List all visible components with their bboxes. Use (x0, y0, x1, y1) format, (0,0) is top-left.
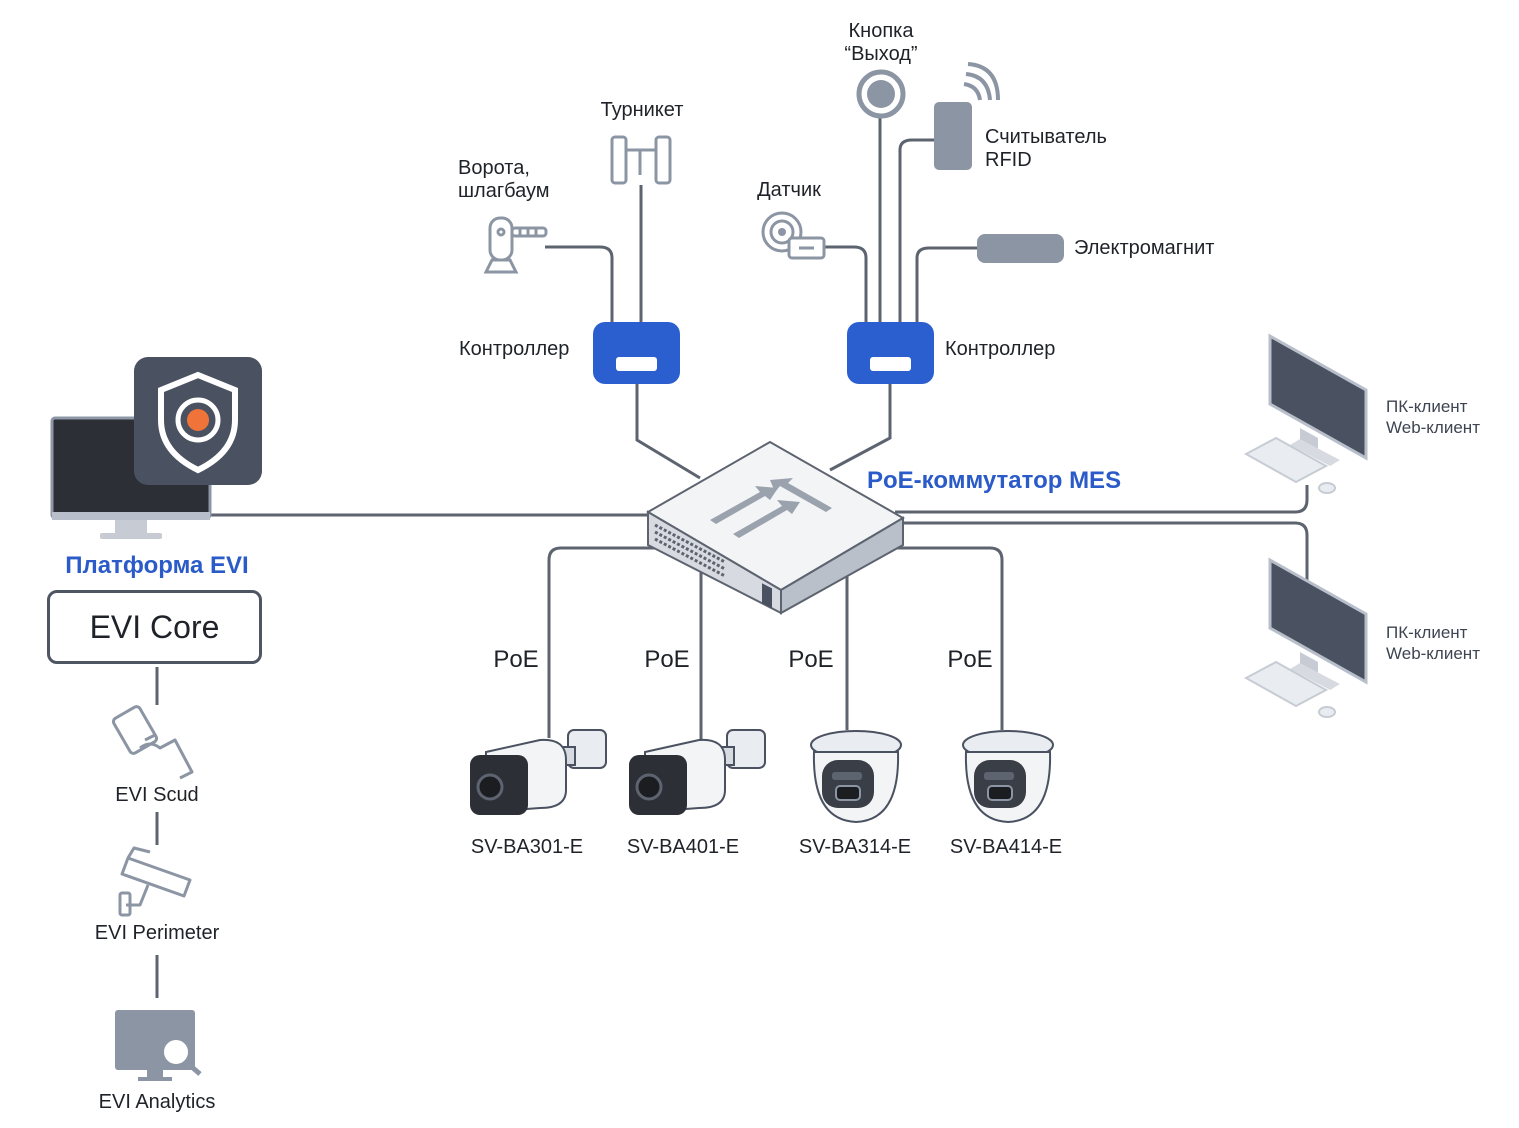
device-label-rfid: Считыватель RFID (985, 126, 1107, 171)
exit-button-icon (856, 69, 906, 119)
dome-camera-2-icon (962, 730, 1054, 824)
poe-switch-icon (646, 440, 905, 615)
device-label-electromagnet: Электромагнит (1074, 237, 1215, 259)
device-label-barrier: Ворота, шлагбаум (458, 157, 550, 202)
dome-camera-1-icon (810, 730, 902, 824)
connection-lines (155, 115, 1309, 998)
sensor-icon (761, 211, 826, 260)
client-2-line1: ПК-клиент (1386, 623, 1468, 642)
electromagnet-icon (977, 234, 1064, 263)
device-label-turnstile: Турникет (600, 99, 684, 121)
turnstile-icon (610, 135, 672, 185)
camera-model-4: SV-BA414-E (949, 836, 1063, 858)
poe-label-3: PoE (788, 646, 834, 673)
module-label-perimeter: EVI Perimeter (94, 922, 220, 944)
poe-label-2: PoE (644, 646, 690, 673)
client-2-line2: Web-клиент (1386, 644, 1480, 663)
hand-card-icon (111, 705, 194, 780)
client-1-line1: ПК-клиент (1386, 397, 1468, 416)
camera-model-3: SV-BA314-E (798, 836, 912, 858)
bullet-camera-2-icon (629, 729, 766, 815)
client-1-line2: Web-клиент (1386, 418, 1480, 437)
camera-model-1: SV-BA301-E (470, 836, 584, 858)
camera-model-2: SV-BA401-E (626, 836, 740, 858)
device-label-exit-button: Кнопка “Выход” (844, 20, 918, 65)
rfid-reader-icon (934, 62, 1000, 170)
device-label-sensor: Датчик (757, 179, 821, 201)
poe-label-4: PoE (947, 646, 993, 673)
module-label-scud: EVI Scud (115, 784, 199, 806)
evi-shield-logo-icon (134, 357, 262, 485)
controller-1-icon (593, 322, 680, 384)
bullet-camera-1-icon (470, 729, 607, 815)
client-pc-2-icon (1243, 557, 1368, 718)
analytics-monitor-icon (115, 1010, 202, 1081)
client-pc-1-icon (1243, 333, 1368, 494)
barrier-gate-icon (483, 216, 548, 274)
cctv-camera-icon (118, 846, 192, 917)
controller-1-label: Контроллер (459, 338, 570, 360)
controller-2-label: Контроллер (945, 338, 1056, 360)
platform-title: Платформа EVI (65, 552, 249, 579)
module-label-analytics: EVI Analytics (98, 1091, 216, 1113)
switch-label: PoE-коммутатор MES (867, 467, 1122, 494)
poe-label-1: PoE (493, 646, 539, 673)
controller-2-icon (847, 322, 934, 384)
evi-core-box: EVI Core (47, 590, 262, 664)
